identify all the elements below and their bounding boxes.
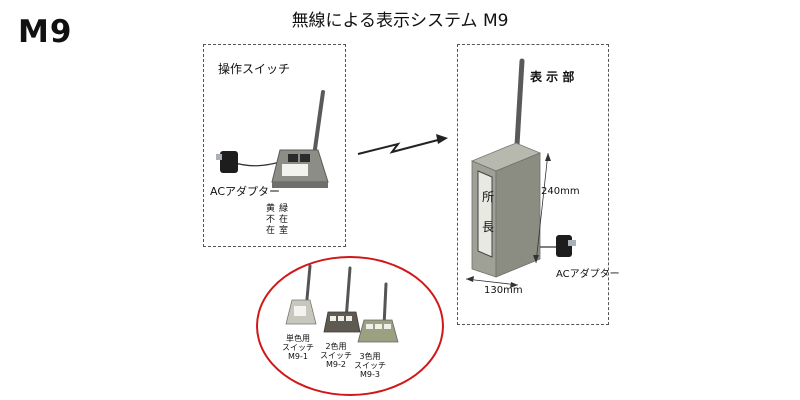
switch-button-green <box>300 154 310 162</box>
sign-char-0: 所 <box>482 190 495 204</box>
lineup-item-1-model: M9-1 <box>288 352 308 361</box>
model-number: M9 <box>18 14 73 50</box>
legend-col1-1: 不 <box>266 215 276 225</box>
switch-lineup-illustrations <box>285 264 399 343</box>
operation-switch-illustration <box>216 90 329 188</box>
lineup-item-3-line1: 3色用 <box>359 352 381 361</box>
switch-lineup-highlight <box>256 256 444 396</box>
switch-base-front <box>272 182 328 188</box>
height-label: 240mm <box>541 186 580 197</box>
legend-col2-2: 室 <box>279 226 289 236</box>
sign-char-1: 長 <box>482 220 495 234</box>
lineup-item-3-caption: 3色用 スイッチ M9-3 <box>350 352 390 379</box>
display-adapter-label: ACアダプター <box>556 269 620 280</box>
arrow-head <box>436 134 448 144</box>
legend-col1-2: 在 <box>266 226 276 236</box>
lineup-item-2-image <box>323 266 361 333</box>
lineup-item-2-caption: 2色用 スイッチ M9-2 <box>316 342 356 369</box>
lineup-item-1-image <box>285 264 317 325</box>
switch-label-plate <box>282 164 308 176</box>
switch-unit-title: 操作スイッチ <box>218 62 291 76</box>
height-arrow-top <box>545 153 551 161</box>
display-antenna <box>514 58 525 148</box>
display-sign-window <box>477 170 493 258</box>
width-dimension-line <box>465 278 519 286</box>
switch-antenna <box>312 90 325 158</box>
display-unit-title: 表 示 部 <box>530 70 575 84</box>
switch-unit-panel <box>203 44 346 247</box>
diagram-title: 無線による表示システム M9 <box>291 11 509 31</box>
lineup-item-2-model: M9-2 <box>326 360 346 369</box>
display-adapter-plug <box>568 240 576 246</box>
switch-adapter-label: ACアダプター <box>210 185 281 198</box>
display-sign-text: 所 長 <box>482 182 494 242</box>
lineup-item-1-line1: 単色用 <box>286 334 310 343</box>
height-arrow-bottom <box>533 255 539 263</box>
legend-col2-0: 緑 <box>279 204 289 214</box>
display-unit-illustration <box>465 58 576 288</box>
display-unit-panel <box>457 44 609 325</box>
switch-ac-adapter <box>220 151 238 173</box>
legend-yellow-absent: 黄 不 在 <box>266 204 275 237</box>
display-box-side <box>495 152 541 278</box>
width-arrow-right <box>510 282 518 288</box>
lineup-item-3-image <box>357 282 399 343</box>
switch-cable <box>231 161 281 167</box>
lineup-item-3-line2: スイッチ <box>354 361 386 370</box>
wireless-signal-arrow <box>357 134 448 155</box>
height-dimension-line <box>535 152 549 264</box>
lineup-item-2-line2: スイッチ <box>320 351 352 360</box>
adapter-plug <box>216 154 222 160</box>
width-arrow-left <box>466 276 474 282</box>
width-label: 130mm <box>484 285 523 296</box>
legend-col2-1: 在 <box>279 215 289 225</box>
legend-green-present: 緑 在 室 <box>279 204 288 237</box>
lineup-item-3-model: M9-3 <box>360 370 380 379</box>
lineup-item-1-caption: 単色用 スイッチ M9-1 <box>276 334 320 361</box>
legend-col1-0: 黄 <box>266 204 276 214</box>
lineup-item-2-line1: 2色用 <box>325 342 347 351</box>
switch-button-yellow <box>288 154 298 162</box>
lineup-item-1-line2: スイッチ <box>282 343 314 352</box>
